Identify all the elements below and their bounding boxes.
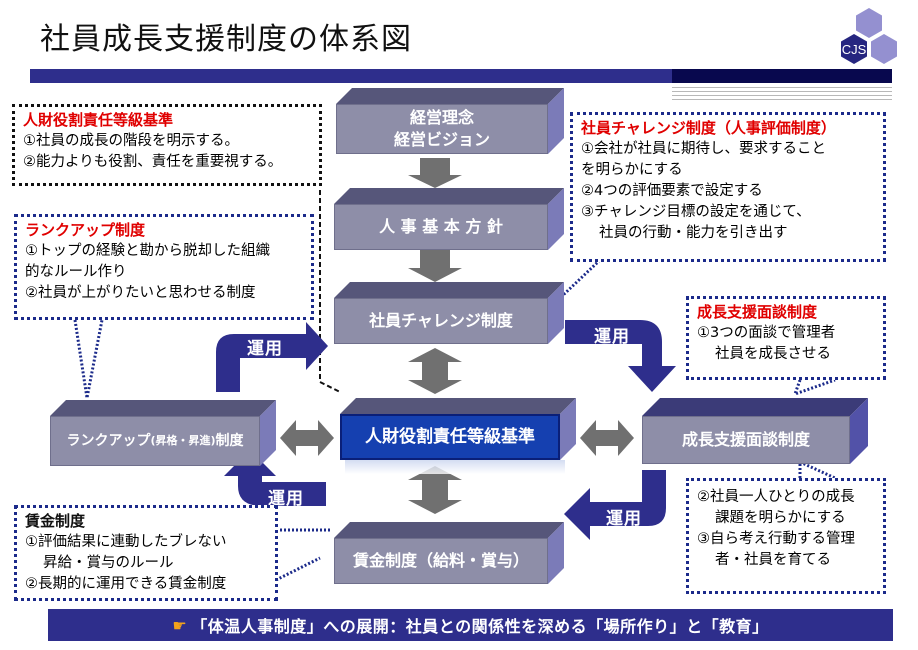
flow-arrow-challenge-to-interview (565, 320, 676, 392)
leader-line-rankup (73, 319, 104, 399)
callout-interview-bottom: ②社員一人ひとりの成長 課題を明らかにする ③自ら考え行動する管理 者・社員を育… (686, 478, 886, 594)
box-hr-policy-label: 人 事 基 本 方 針 (334, 204, 548, 250)
divider-line (672, 87, 892, 88)
box-rankup-sub: (昇格・昇進) (150, 434, 216, 447)
callout-interview-line: ②社員一人ひとりの成長 (697, 489, 855, 505)
box-3d-shading (336, 88, 564, 154)
logo-hexagon-left (841, 34, 867, 64)
title-bar-primary (30, 69, 672, 83)
callout-interview-line: ①3つの面談で管理者 (697, 325, 836, 341)
box-3d-shading (50, 400, 276, 466)
callout-interview-top: 成長支援面談制度 ①3つの面談で管理者 社員を成長させる (686, 296, 886, 380)
arrow-down-2 (408, 250, 462, 282)
leader-line-standard (319, 190, 341, 393)
footer-banner: ☛ 「体温人事制度」への展開：社員との関係性を深める「場所作り」と「教育」 (48, 609, 893, 641)
box-rankup-main: ランクアップ (66, 433, 151, 449)
callout-standard-heading: 人財役割責任等級基準 (23, 111, 174, 129)
bidirectional-arrow-challenge-standard (408, 348, 462, 394)
bidirectional-arrow-rankup-standard (280, 420, 334, 456)
box-challenge: 社員チャレンジ制度 (334, 282, 564, 346)
box-philosophy: 経営理念 経営ビジョン (336, 88, 564, 158)
footer-text: 「体温人事制度」への展開：社員との関係性を深める「場所作り」と「教育」 (191, 617, 769, 636)
callout-challenge: 社員チャレンジ制度（人事評価制度） ①会社が社員に期待し、要求すること を明らか… (570, 112, 886, 262)
callout-rankup-line: ②社員が上がりたいと思わせる制度 (25, 285, 256, 301)
box-rankup: ランクアップ(昇格・昇進)制度 (50, 400, 276, 474)
callout-interview-line: 課題を明らかにする (715, 510, 846, 526)
divider-line (672, 95, 892, 96)
box-wage: 賃金制度（給料・賞与） (334, 522, 564, 586)
box-3d-shading (340, 398, 576, 460)
flow-label-top-left: 運用 (247, 339, 283, 359)
callout-wage-heading: 賃金制度 (25, 512, 86, 530)
callout-wage-line: 昇給・賞与のルール (43, 555, 174, 571)
callout-interview-heading: 成長支援面談制度 (697, 303, 818, 321)
box-wage-label: 賃金制度（給料・賞与） (334, 538, 548, 584)
box-3d-shading (334, 282, 564, 344)
flow-label-bottom-right: 運用 (606, 509, 642, 529)
bidirectional-arrow-standard-interview (580, 420, 634, 456)
box-standard-reflection (345, 460, 565, 474)
box-3d-shading (642, 398, 868, 464)
callout-rankup: ランクアップ制度 ①トップの経験と勘から脱却した組織 的なルール作り ②社員が上… (14, 214, 314, 320)
bidirectional-arrow-standard-wage (408, 466, 462, 514)
callout-interview-line: ③自ら考え行動する管理 (697, 531, 855, 547)
page-title: 社員成長支援制度の体系図 (40, 22, 412, 57)
callout-wage-line: ②長期的に運用できる賃金制度 (25, 576, 227, 592)
callout-rankup-line: ①トップの経験と勘から脱却した組織 (25, 243, 270, 259)
callout-interview-line: 者・社員を育てる (715, 552, 831, 568)
callout-rankup-line: 的なルール作り (25, 264, 127, 280)
box-philosophy-line-2: 経営ビジョン (393, 130, 490, 149)
box-interview-label: 成長支援面談制度 (642, 416, 850, 464)
callout-rankup-heading: ランクアップ制度 (25, 221, 146, 239)
box-challenge-label: 社員チャレンジ制度 (334, 298, 548, 344)
box-philosophy-line-1: 経営理念 (409, 108, 474, 127)
box-interview: 成長支援面談制度 (642, 398, 868, 472)
flow-arrow-rankup-to-challenge (216, 322, 328, 392)
flow-arrow-interview-to-wage (564, 470, 666, 540)
box-3d-shading (334, 188, 564, 250)
callout-challenge-line: ②4つの評価要素で設定する (581, 183, 763, 199)
logo-hexagon-right (871, 34, 897, 64)
callout-standard-line: ②能力よりも役割、責任を重要視する。 (23, 154, 283, 170)
pointing-hand-icon: ☛ (172, 615, 188, 635)
callout-interview-line: 社員を成長させる (715, 346, 831, 362)
leader-line-challenge (558, 258, 602, 300)
flow-label-bottom-left: 運用 (268, 489, 304, 509)
divider-line (672, 99, 892, 100)
title-bar-accent (672, 69, 892, 83)
callout-challenge-heading: 社員チャレンジ制度（人事評価制度） (581, 119, 836, 137)
leader-line-interview-top (792, 378, 836, 397)
callout-challenge-line: ③チャレンジ目標の設定を通じて、 (581, 204, 811, 220)
arrow-down-1 (408, 158, 462, 188)
box-standard: 人財役割責任等級基準 (340, 398, 576, 468)
flow-label-top-right: 運用 (594, 327, 630, 347)
cjs-logo: CJS (841, 8, 897, 64)
divider-line (672, 91, 892, 92)
leader-line-wage-2 (275, 556, 321, 582)
box-rankup-tail: 制度 (215, 433, 244, 449)
callout-wage-line: ①評価結果に連動したブレない (25, 534, 227, 550)
callout-wage: 賃金制度 ①評価結果に連動したブレない 昇給・賞与のルール ②長期的に運用できる… (14, 505, 278, 601)
box-hr-policy: 人 事 基 本 方 針 (334, 188, 564, 252)
box-3d-shading (334, 522, 564, 584)
callout-challenge-line: ①会社が社員に期待し、要求すること (581, 141, 826, 157)
callout-challenge-line: 社員の行動・能力を引き出す (599, 225, 788, 241)
callout-challenge-line: を明らかにする (581, 162, 683, 178)
box-standard-label: 人財役割責任等級基準 (340, 414, 560, 460)
logo-text: CJS (842, 42, 867, 57)
callout-standard-line: ①社員の成長の階段を明示する。 (23, 133, 239, 149)
logo-hexagon-top (856, 8, 882, 38)
callout-standard: 人財役割責任等級基準 ①社員の成長の階段を明示する。 ②能力よりも役割、責任を重… (12, 104, 322, 186)
